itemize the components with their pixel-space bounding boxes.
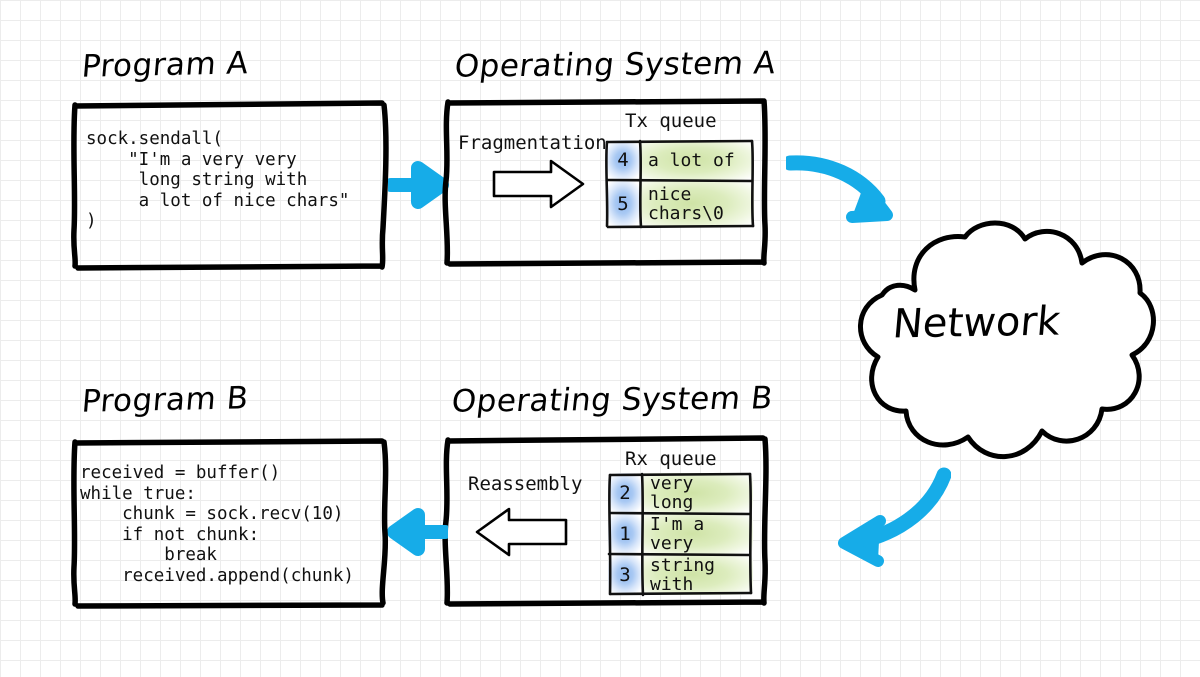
rx-queue-gridlines <box>607 472 753 597</box>
program-b-box <box>70 437 390 609</box>
table-row: 1 I'm a very <box>608 513 753 554</box>
page-title-program-b: Program B <box>80 380 251 420</box>
code-line: if not chunk: <box>80 524 260 545</box>
page-title-operating-system-b: Operating System B <box>449 380 775 420</box>
code-line: "I'm a very very <box>86 149 297 170</box>
code-line: received.append(chunk) <box>80 565 354 586</box>
arrow-os-a-to-network <box>782 145 916 249</box>
rx-queue-title: Rx queue <box>625 448 717 470</box>
reassembly-arrow-icon <box>472 504 597 562</box>
table-row: 3 string with <box>608 554 753 595</box>
tx-row-payload: a lot of <box>640 140 754 180</box>
tx-row-index: 5 <box>606 180 640 227</box>
tx-row-payload: nice chars\0 <box>640 180 754 227</box>
code-line: break <box>80 545 217 565</box>
rx-row-payload: string with <box>642 554 753 595</box>
rx-row-payload: very long <box>642 473 753 513</box>
page-title-program-a: Program A <box>80 45 251 85</box>
code-line: ) <box>86 211 97 231</box>
tx-queue-title: Tx queue <box>625 110 717 132</box>
network-cloud <box>820 215 1160 499</box>
rx-queue-table: 2 very long 1 I'm a very 3 string with <box>607 472 753 597</box>
code-line: sock.sendall( <box>86 129 223 149</box>
network-label: Network <box>890 298 1063 348</box>
fragmentation-arrow-icon <box>463 158 588 214</box>
program-b-code: received = buffer() while true: chunk = … <box>80 463 390 586</box>
arrow-network-to-os-b <box>806 465 952 574</box>
table-row: 4 a lot of <box>606 140 754 180</box>
arrow-program-a-to-os-a <box>384 158 450 216</box>
tx-queue-table: 4 a lot of 5 nice chars\0 <box>605 139 755 229</box>
os-a-side-label: Fragmentation <box>458 132 607 154</box>
rx-row-payload: I'm a very <box>642 513 753 554</box>
page-title-operating-system-a: Operating System A <box>452 45 778 85</box>
code-line: long string with <box>86 170 308 190</box>
operating-system-b-box <box>442 435 769 607</box>
os-b-side-label: Reassembly <box>468 473 583 495</box>
tx-row-index: 4 <box>606 140 640 180</box>
table-row: 5 nice chars\0 <box>606 180 754 227</box>
rx-row-index: 3 <box>608 554 642 595</box>
rx-row-index: 1 <box>608 513 642 554</box>
code-line: a lot of nice chars" <box>86 190 350 211</box>
code-line: received = buffer() <box>80 463 281 483</box>
code-line: while true: <box>80 483 196 504</box>
program-a-box <box>70 100 390 272</box>
rx-row-index: 2 <box>608 473 642 513</box>
table-row: 2 very long <box>608 473 753 513</box>
program-a-code: sock.sendall( "I'm a very very long stri… <box>86 129 386 232</box>
arrow-os-b-to-program-b <box>386 505 452 563</box>
code-line: chunk = sock.recv(10) <box>80 504 344 524</box>
tx-queue-gridlines <box>605 139 755 229</box>
operating-system-a-box <box>442 97 768 267</box>
